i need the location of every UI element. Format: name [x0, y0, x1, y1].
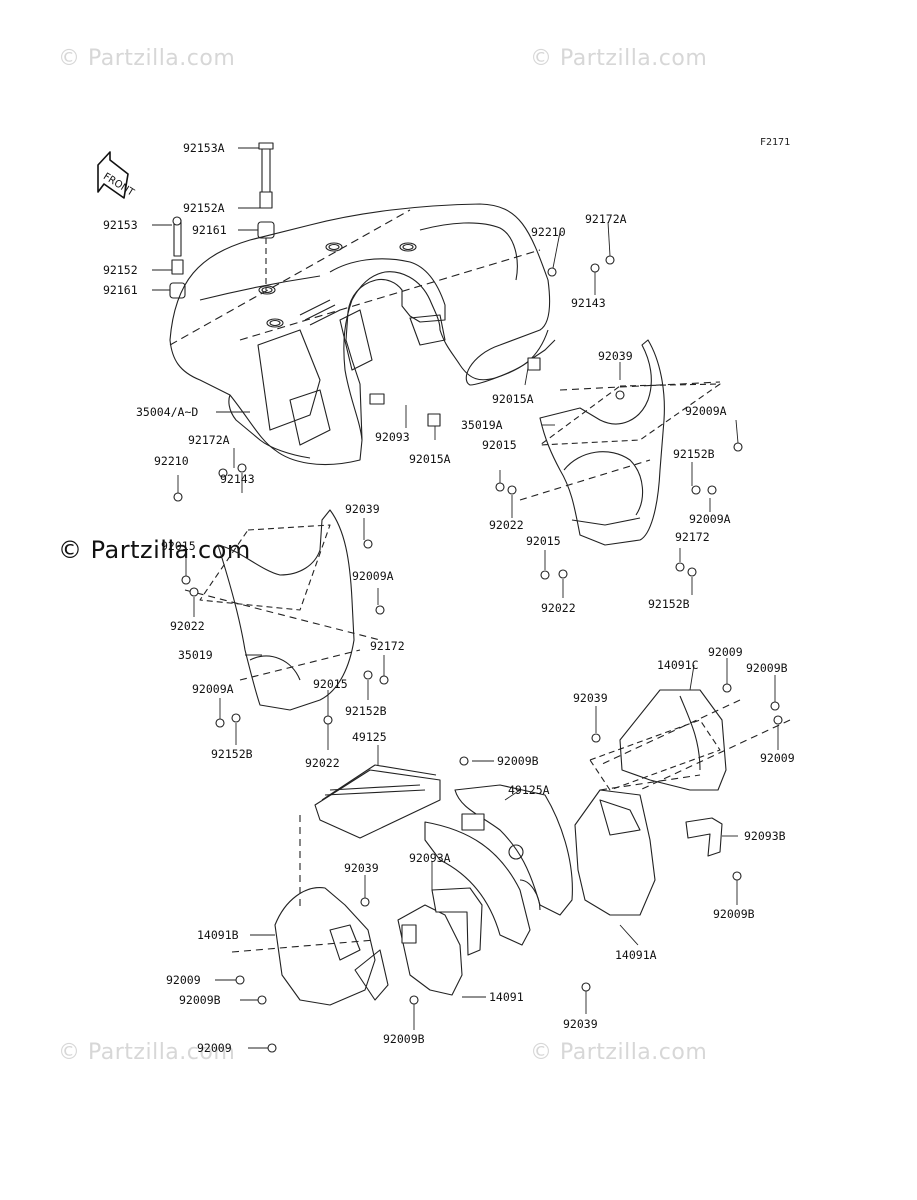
watermark-bottom-left: © Partzilla.com — [58, 1040, 236, 1065]
callout-92039-lower-left: 92039 — [344, 861, 379, 875]
cover-14091B — [231, 815, 389, 1006]
callout-92022-left: 92022 — [170, 619, 205, 633]
mud-guard-49125 — [314, 764, 441, 839]
callout-92161-lower: 92161 — [103, 283, 138, 297]
callout-14091C: 14091C — [657, 658, 699, 672]
callout-92015-lower: 92015 — [313, 677, 348, 691]
callout-92009B-lower-left: 92009B — [179, 993, 221, 1007]
callout-92039-mid: 92039 — [573, 691, 608, 705]
front-fender-35004 — [169, 203, 556, 466]
callout-92152B-mid: 92152B — [345, 704, 387, 718]
inner-fender-35019 — [184, 509, 381, 711]
callout-92143-left: 92143 — [220, 472, 255, 486]
callout-92009A-left: 92009A — [352, 569, 394, 583]
callout-92022-right-lower: 92022 — [541, 601, 576, 615]
callout-92093: 92093 — [375, 430, 410, 444]
callout-92015-right-lower: 92015 — [526, 534, 561, 548]
clip-92093 — [369, 393, 385, 405]
callout-92009A-right-lower: 92009A — [689, 512, 731, 526]
callout-92152: 92152 — [103, 263, 138, 277]
callout-49125A: 49125A — [508, 783, 550, 797]
watermark-top-right: © Partzilla.com — [530, 46, 708, 71]
clip-92015A-left — [427, 413, 441, 427]
callout-92093A: 92093A — [409, 851, 451, 865]
callout-92039-bottom: 92039 — [563, 1017, 598, 1031]
callout-35019A: 35019A — [461, 418, 503, 432]
callout-92015A-right: 92015A — [492, 392, 534, 406]
front-arrow-icon: FRONT — [97, 151, 137, 199]
figure-code: F2171 — [760, 137, 791, 148]
callout-92009B-mid: 92009B — [497, 754, 539, 768]
callout-92172A-left: 92172A — [188, 433, 230, 447]
callout-49125: 49125 — [352, 730, 387, 744]
callout-92009-bottom-left: 92009 — [197, 1041, 232, 1055]
callout-92009B-right: 92009B — [746, 661, 788, 675]
callout-92009B-lower-right: 92009B — [713, 907, 755, 921]
callout-92143-right: 92143 — [571, 296, 606, 310]
callout-92015-left: 92015 — [161, 539, 196, 553]
watermark-top-left: © Partzilla.com — [58, 46, 236, 71]
callout-92039-upper: 92039 — [598, 349, 633, 363]
callout-92022-right: 92022 — [489, 518, 524, 532]
callout-92093B: 92093B — [744, 829, 786, 843]
callout-92210-left: 92210 — [154, 454, 189, 468]
callout-92009B-bottom: 92009B — [383, 1032, 425, 1046]
callout-92172A-right: 92172A — [585, 212, 627, 226]
clip-92015A-right — [527, 357, 541, 371]
callout-92152B-right-lower: 92152B — [648, 597, 690, 611]
rubber-92093A — [431, 887, 483, 956]
rubber-92093B — [685, 817, 723, 857]
callout-92009-right: 92009 — [760, 751, 795, 765]
callout-92152B-right: 92152B — [673, 447, 715, 461]
callout-14091A: 14091A — [615, 948, 657, 962]
callout-92022-mid: 92022 — [305, 756, 340, 770]
callout-35019: 35019 — [178, 648, 213, 662]
callout-92015-right: 92015 — [482, 438, 517, 452]
watermark-mid-left: © Partzilla.com — [58, 536, 251, 564]
callout-92009A-right: 92009A — [685, 404, 727, 418]
callout-92161: 92161 — [192, 223, 227, 237]
cover-14091A — [574, 774, 701, 916]
callout-92039-left: 92039 — [345, 502, 380, 516]
callout-92009-lower-left: 92009 — [166, 973, 201, 987]
watermark-bottom-right: © Partzilla.com — [530, 1040, 708, 1065]
callout-14091B: 14091B — [197, 928, 239, 942]
bolt-stack-upper — [257, 142, 275, 290]
bolt-stack-lower — [169, 216, 186, 299]
callout-92172-right: 92172 — [675, 530, 710, 544]
inner-fender-35019A — [519, 339, 721, 546]
callout-92153A: 92153A — [183, 141, 225, 155]
callout-92172-left: 92172 — [370, 639, 405, 653]
cover-14091C — [589, 689, 791, 791]
callout-92210-right: 92210 — [531, 225, 566, 239]
callout-92015A-left: 92015A — [409, 452, 451, 466]
callout-35004: 35004/A~D — [136, 405, 199, 419]
callout-92153: 92153 — [103, 218, 138, 232]
callout-14091: 14091 — [489, 990, 524, 1004]
cover-14091 — [397, 904, 463, 996]
callout-92009-top-right: 92009 — [708, 645, 743, 659]
callout-92152B-left: 92152B — [211, 747, 253, 761]
callout-92009A-lower-left: 92009A — [192, 682, 234, 696]
mud-guard-49125A — [424, 784, 573, 946]
callout-92152A: 92152A — [183, 201, 225, 215]
